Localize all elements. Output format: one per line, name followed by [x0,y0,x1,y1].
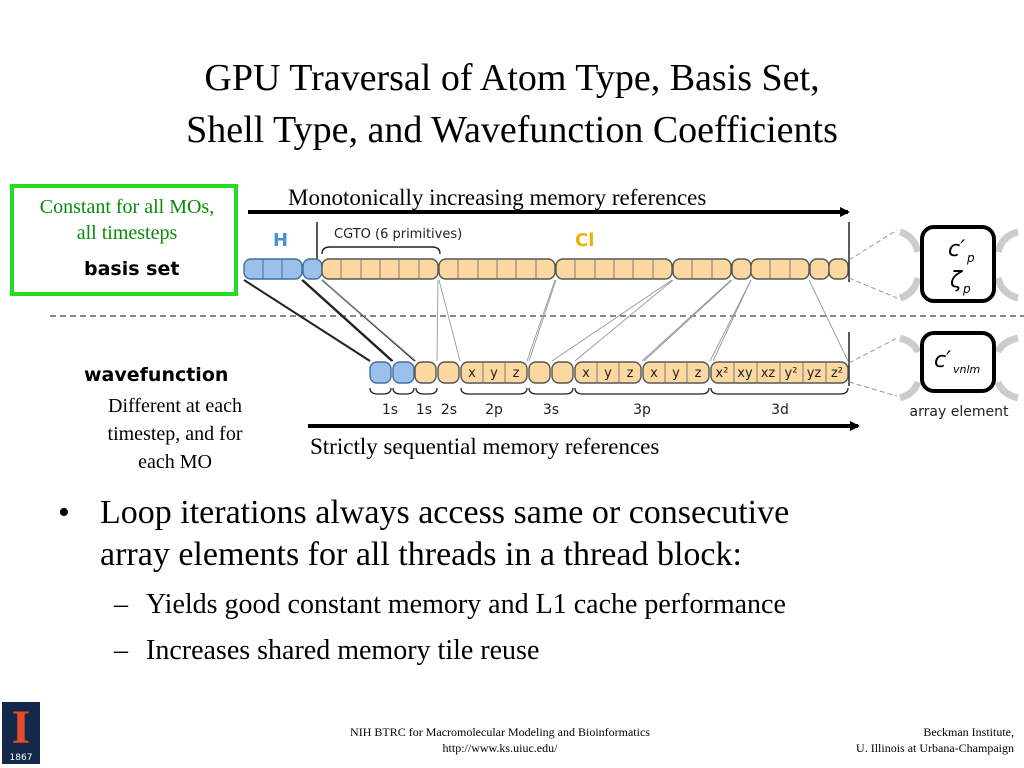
wf-3s-cell-1 [528,361,551,384]
basis-set-bar [243,258,849,280]
wavefunction-array-element: c′ vnlm [898,331,1019,402]
bullet-list: Loop iterations always access same or co… [58,492,1008,670]
wf-coef-c-symbol: c′ [934,348,951,373]
cell-3p-y-2: y [672,366,680,381]
sub-bullet-dash: – [114,635,128,666]
cell-3d-xz: xz [761,366,776,381]
wavefunction-label: wavefunction [84,364,229,386]
cell-3d-xy: xy [737,366,753,381]
cl-cgto-block-4 [672,258,732,280]
footer-url: http://www.ks.uiuc.edu/ [442,741,558,755]
basis-to-wavefunction-mapping [243,279,849,362]
cl-cgto-block-5 [750,258,810,280]
cell-3p-x-1: x [582,366,590,381]
bullet-line-1: Loop iterations always access same or co… [100,494,790,531]
university-logo: I 1867 [2,702,40,764]
cgto-label: CGTO (6 primitives) [334,227,462,242]
wavefunction-bar: x y z x y z x y z x² xy xz y² yz z² [369,361,849,384]
footer-org: NIH BTRC for Macromolecular Modeling and… [350,725,650,739]
cell-3p-z-2: z [695,366,702,381]
footer-university: U. Illinois at Urbana-Champaign [856,741,1014,755]
wf-cl-1s-cell [392,361,415,384]
cgto-brace [321,246,441,255]
footer-institute: Beckman Institute, [923,725,1014,739]
atom-h-label: H [273,230,288,251]
wave-note-line-2: timestep, and for [107,423,243,445]
wave-note-line-1: Different at each [108,395,242,417]
basis-array-element: c′ p ζ p [898,225,1020,303]
coef-zeta-subscript: p [962,282,971,296]
wf-cell-labels: x y z x y z x y z x² xy xz y² yz z² [468,366,843,381]
coef-c-symbol: c′ [948,237,965,262]
bullet-item: Loop iterations always access same or co… [58,492,1008,576]
wf-3p-block-1 [574,361,642,384]
shell-braces [369,387,849,395]
logo-year: 1867 [9,753,33,763]
basis-note-line-2: all timesteps [76,222,178,244]
cell-2p-y: y [490,366,498,381]
wf-coef-c-subscript: vnlm [953,363,980,376]
shell-label-3s: 3s [543,402,559,418]
title-line-1: GPU Traversal of Atom Type, Basis Set, [204,57,820,99]
cell-2p-z: z [513,366,520,381]
monotonic-memory-label: Monotonically increasing memory referenc… [288,185,707,210]
wf-2p-block [460,361,528,384]
wf-h-1s-cell [369,361,392,384]
footer-right: Beckman Institute, U. Illinois at Urbana… [856,724,1014,756]
shell-labels: 1s 1s 2s 2p 3s 3p 3d [382,402,789,418]
cl-shell-block-1 [731,258,752,280]
array-element-label: array element [910,404,1009,420]
wf-cl-2s-cell-b [437,361,460,384]
bullet-line-2: array elements for all threads in a thre… [100,536,742,573]
title-line-2: Shell Type, and Wavefunction Coefficient… [186,109,838,151]
wavefunction-note: Different at each timestep, and for each… [80,392,270,476]
cell-3d-z2: z² [831,366,843,381]
wf-3p-block-2 [642,361,710,384]
cl-shell-block-3 [828,258,849,280]
sub-bullet-item: – Yields good constant memory and L1 cac… [58,586,1008,624]
sub-bullet-dash: – [114,589,128,620]
basis-set-label: basis set [84,258,180,280]
wave-note-line-3: each MO [138,451,212,473]
shell-label-3d: 3d [771,402,789,418]
h-cgto-block [243,258,303,280]
cell-3d-x2: x² [716,366,729,381]
sub-bullet-text: Yields good constant memory and L1 cache… [146,589,786,620]
shell-label-2p: 2p [485,402,503,418]
wf-3s-cell-2 [551,361,574,384]
cell-3p-y-1: y [604,366,612,381]
footer-center: NIH BTRC for Macromolecular Modeling and… [300,724,700,756]
coef-zeta-symbol: ζ [949,268,963,293]
cell-3p-x-2: x [650,366,658,381]
basis-constant-note: Constant for all MOs, all timesteps [12,194,242,246]
cell-2p-x: x [468,366,476,381]
atom-cl-label: Cl [575,230,594,251]
basis-set-highlight-box [10,184,238,296]
memory-layout-diagram: H Cl CGTO (6 primitives) [50,207,1024,431]
shell-label-3p: 3p [633,402,651,418]
shell-label-2s: 2s [441,402,457,418]
shell-label-1s-cl: 1s [416,402,432,418]
basis-note-line-1: Constant for all MOs, [39,196,215,218]
cell-3p-z-1: z [627,366,634,381]
shell-label-1s-h: 1s [382,402,398,418]
cl-shell-block-2 [809,258,830,280]
cell-3d-y2: y² [785,366,798,381]
wf-cl-2s-cell [414,361,437,384]
sequential-memory-label: Strictly sequential memory references [310,434,660,459]
sub-bullet-item: – Increases shared memory tile reuse [58,632,1008,670]
logo-letter: I [11,701,31,754]
sub-bullet-text: Increases shared memory tile reuse [146,635,540,666]
coef-c-subscript: p [966,251,975,265]
h-shell-block [302,258,323,280]
zoom-lines [848,229,898,397]
cell-3d-yz: yz [807,366,822,381]
slide-title: GPU Traversal of Atom Type, Basis Set, S… [0,52,1024,156]
